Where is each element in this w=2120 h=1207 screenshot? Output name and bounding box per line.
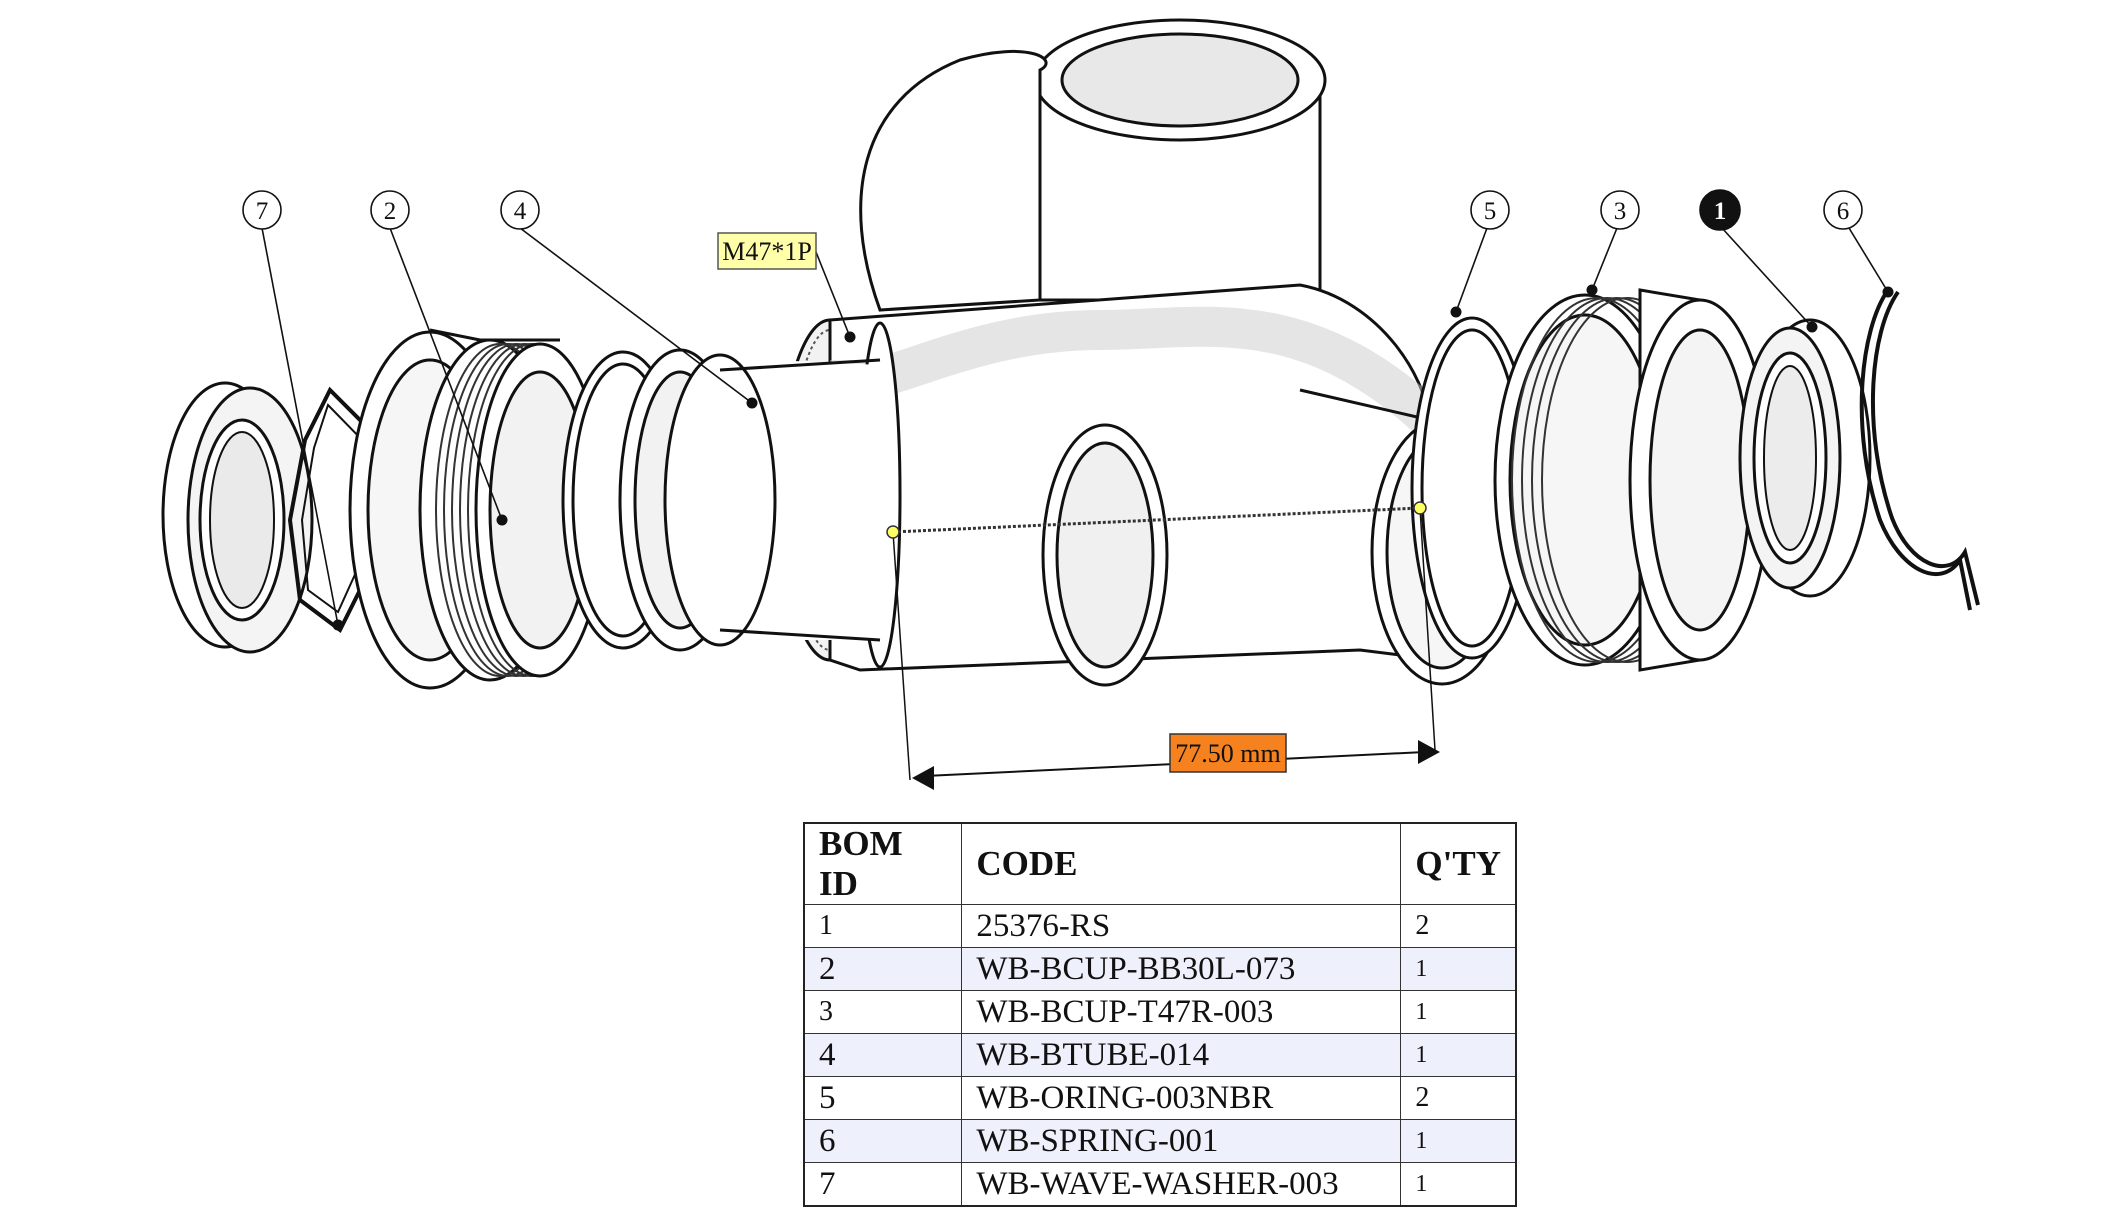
bom-id-cell: 6: [803, 1119, 963, 1163]
callout-4: 4: [500, 190, 540, 230]
callout-3: 3: [1600, 190, 1640, 230]
bom-qty-cell: 1: [1400, 1162, 1517, 1207]
svg-text:6: 6: [1837, 198, 1850, 225]
svg-text:7: 7: [256, 198, 269, 225]
dimension-value-label: 77.50 mm: [1169, 733, 1287, 773]
bom-header-code: CODE: [961, 822, 1402, 905]
callout-6: 6: [1823, 190, 1863, 230]
bom-qty-cell: 1: [1400, 1033, 1517, 1077]
bom-code-cell: WB-BCUP-T47R-003: [961, 990, 1402, 1034]
svg-text:1: 1: [1714, 198, 1727, 225]
bom-qty-cell: 1: [1400, 990, 1517, 1034]
bom-id-cell: 5: [803, 1076, 963, 1120]
part-bearing-left: [161, 381, 314, 654]
bom-row: 5 WB-ORING-003NBR 2: [803, 1076, 1517, 1120]
bom-row: 6 WB-SPRING-001 1: [803, 1119, 1517, 1163]
bom-code-cell: 25376-RS: [961, 904, 1402, 948]
thread-spec-label: M47*1P: [717, 232, 817, 270]
svg-text:5: 5: [1484, 198, 1497, 225]
bom-header-id: BOM ID: [803, 822, 963, 905]
bom-id-cell: 4: [803, 1033, 963, 1077]
svg-text:77.50 mm: 77.50 mm: [1175, 739, 1280, 768]
part-right-cup: [1493, 288, 1772, 672]
bom-id-cell: 7: [803, 1162, 963, 1207]
callout-1: 1: [1699, 189, 1741, 231]
bom-code-cell: WB-WAVE-WASHER-003: [961, 1162, 1402, 1207]
callout-5: 5: [1470, 190, 1510, 230]
svg-text:M47*1P: M47*1P: [722, 237, 812, 266]
svg-text:4: 4: [514, 198, 527, 225]
bom-row: 3 WB-BCUP-T47R-003 1: [803, 990, 1517, 1034]
leader-lines: [261, 227, 1889, 626]
bom-code-cell: WB-SPRING-001: [961, 1119, 1402, 1163]
svg-text:2: 2: [384, 198, 397, 225]
svg-text:3: 3: [1614, 198, 1627, 225]
part-bearing-right: [1738, 318, 1872, 598]
callout-2: 2: [370, 190, 410, 230]
callout-7: 7: [242, 190, 282, 230]
bom-row: 4 WB-BTUBE-014 1: [803, 1033, 1517, 1077]
bom-qty-cell: 2: [1400, 904, 1517, 948]
bom-header-row: BOM ID CODE Q'TY: [803, 822, 1517, 905]
bom-table: BOM ID CODE Q'TY 1 25376-RS 2 2 WB-BCUP-…: [803, 822, 1517, 1207]
bom-code-cell: WB-BCUP-BB30L-073: [961, 947, 1402, 991]
bom-row: 7 WB-WAVE-WASHER-003 1: [803, 1162, 1517, 1207]
bom-code-cell: WB-ORING-003NBR: [961, 1076, 1402, 1120]
leader-dots: [332, 284, 1894, 631]
bom-id-cell: 2: [803, 947, 963, 991]
bom-code-cell: WB-BTUBE-014: [961, 1033, 1402, 1077]
bom-qty-cell: 1: [1400, 947, 1517, 991]
bom-row: 1 25376-RS 2: [803, 904, 1517, 948]
bom-id-cell: 3: [803, 990, 963, 1034]
part-tube-left: [618, 348, 881, 652]
bom-header-qty: Q'TY: [1400, 822, 1517, 905]
part-spring-clip: [1859, 288, 1980, 611]
bom-qty-cell: 1: [1400, 1119, 1517, 1163]
bom-row: 2 WB-BCUP-BB30L-073 1: [803, 947, 1517, 991]
bom-id-cell: 1: [803, 904, 963, 948]
bom-qty-cell: 2: [1400, 1076, 1517, 1120]
bottom-bracket-shell: [778, 18, 1514, 687]
